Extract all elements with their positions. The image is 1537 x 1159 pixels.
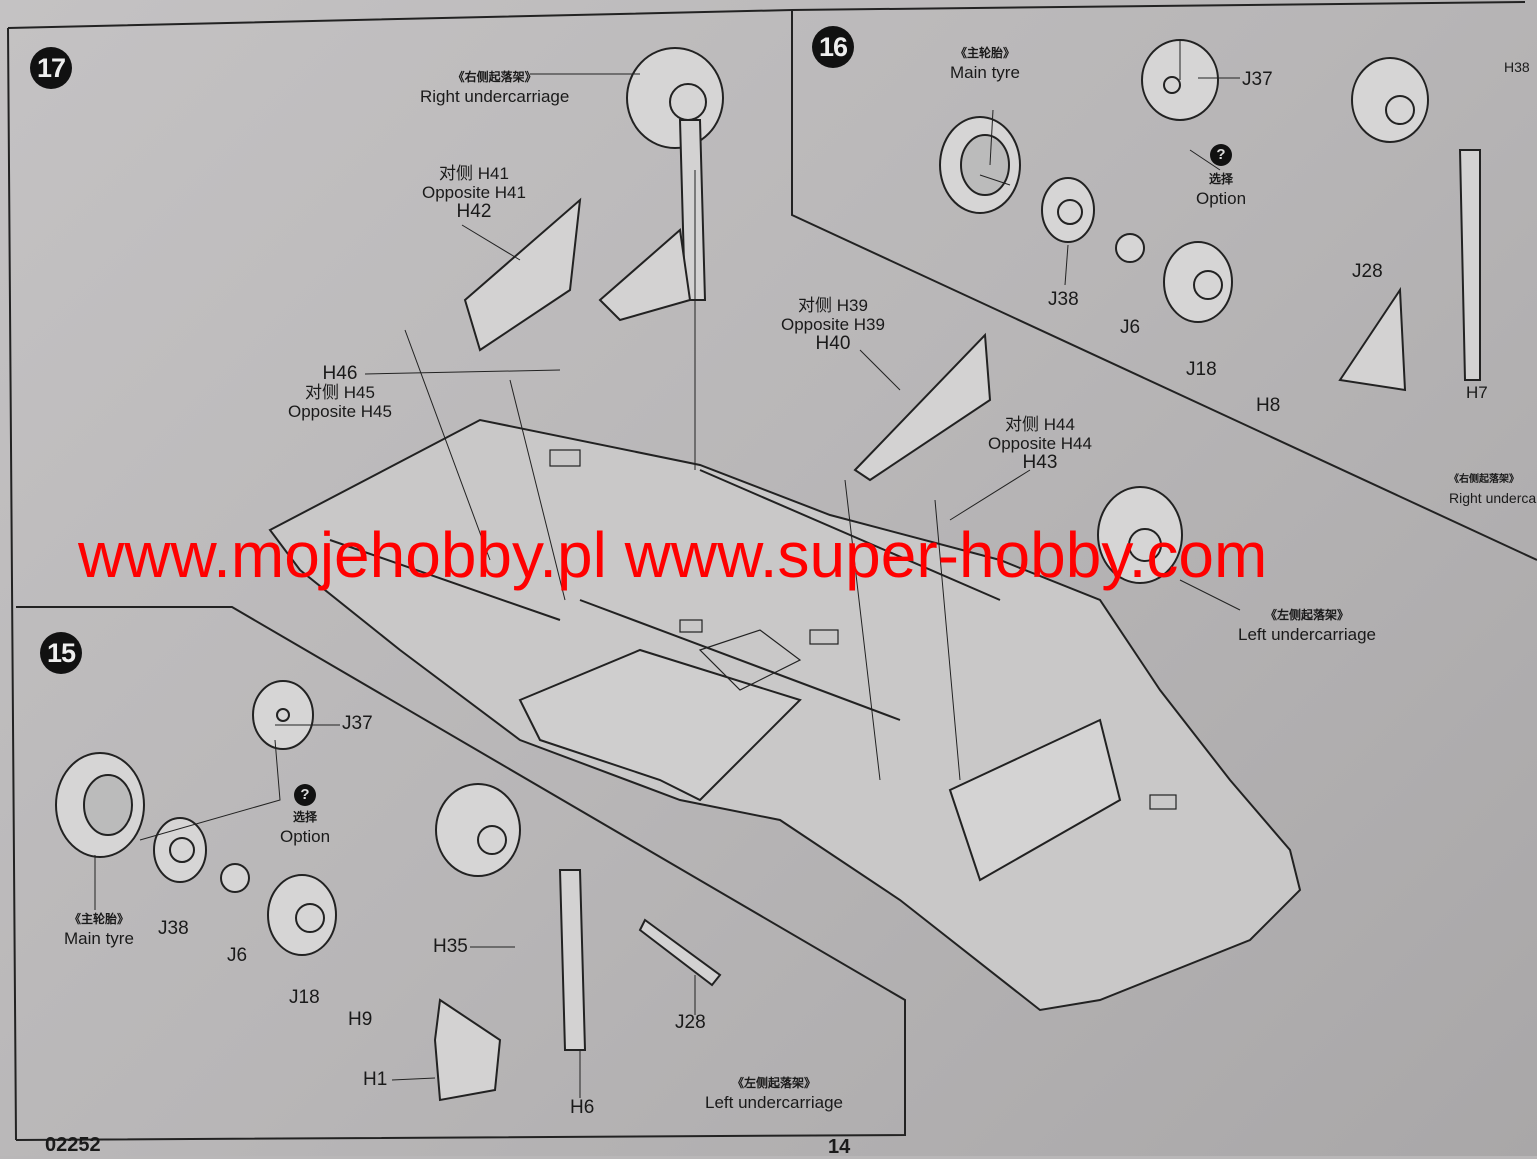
part-j38: J38 <box>158 918 189 939</box>
label-en: Left undercarriage <box>1238 625 1376 644</box>
label-en: Right undercarriage <box>420 87 570 106</box>
part-h9: H9 <box>348 1009 373 1030</box>
label-cn: 《右侧起落架》 <box>452 70 537 84</box>
label-cn: 选择 <box>1209 172 1234 186</box>
option-icon: ? <box>1210 144 1232 166</box>
label-en: Option <box>1196 189 1247 208</box>
right-undercarriage-label-16: 《右侧起落架》 Right undercarria <box>1449 470 1537 508</box>
label-cn: 对侧 H44 <box>1005 415 1075 434</box>
wheels <box>55 39 1429 956</box>
label-cn: 选择 <box>293 810 318 824</box>
part-j38: J38 <box>1048 289 1079 310</box>
option-label: 选择 Option <box>280 808 330 846</box>
left-undercarriage-label: 《左侧起落架》 Left undercarriage <box>705 1074 843 1112</box>
part-h43: H43 <box>1022 452 1058 473</box>
step-number-15: 15 <box>40 632 82 674</box>
panel-border-17 <box>7 9 793 1141</box>
option-label: 选择 Option <box>1196 170 1246 208</box>
part-h35: H35 <box>433 936 468 957</box>
label-en: Right undercarria <box>1449 490 1537 506</box>
part-h41-h42-label: 对侧 H41 Opposite H41 H42 <box>422 164 526 221</box>
main-tyre-label: 《主轮胎》 Main tyre <box>950 44 1020 82</box>
part-h6: H6 <box>570 1097 595 1118</box>
part-h38: H38 <box>1504 59 1530 75</box>
part-j18: J18 <box>1186 359 1217 380</box>
part-j6: J6 <box>1120 317 1141 338</box>
part-h42: H42 <box>456 201 492 222</box>
part-h44-h43-label: 对侧 H44 Opposite H44 H43 <box>988 415 1092 472</box>
part-j28: J28 <box>675 1012 706 1033</box>
label-en: Opposite H41 <box>422 183 526 202</box>
product-code: 02252 <box>45 1134 101 1156</box>
part-h40: H40 <box>815 333 851 354</box>
part-h7: H7 <box>1466 383 1488 402</box>
left-undercarriage-label: 《左侧起落架》 Left undercarriage <box>1238 606 1376 644</box>
label-en: Opposite H45 <box>288 402 392 421</box>
label-en: Main tyre <box>64 929 134 948</box>
label-cn: 《主轮胎》 <box>68 912 129 926</box>
label-en: Left undercarriage <box>705 1093 843 1112</box>
page-number: 14 <box>828 1136 851 1158</box>
step-number-17: 17 <box>30 47 72 89</box>
label-cn: 对侧 H45 <box>305 383 375 402</box>
step-number-16: 16 <box>812 26 854 68</box>
label-cn: 《主轮胎》 <box>954 46 1015 60</box>
main-tyre-label: 《主轮胎》 Main tyre <box>64 910 134 948</box>
watermark: www.mojehobby.pl www.super-hobby.com <box>78 519 1268 591</box>
label-cn: 《左侧起落架》 <box>1264 608 1349 622</box>
part-j37: J37 <box>342 713 373 734</box>
label-cn: 对侧 H41 <box>439 164 509 183</box>
part-h46-h45-label: H46 对侧 H45 Opposite H45 <box>288 364 392 421</box>
label-en: Main tyre <box>950 63 1020 82</box>
panel-border-15 <box>15 606 906 1141</box>
part-j37: J37 <box>1242 69 1273 90</box>
label-en: Opposite H44 <box>988 434 1092 453</box>
label-en: Opposite H39 <box>781 315 885 334</box>
part-j28: J28 <box>1352 261 1383 282</box>
right-undercarriage-label: 《右侧起落架》 Right undercarriage <box>420 68 569 106</box>
label-cn: 《右侧起落架》 <box>1449 474 1519 485</box>
label-en: Option <box>280 827 331 846</box>
option-icon: ? <box>294 784 316 806</box>
part-h1: H1 <box>363 1069 388 1090</box>
part-j6: J6 <box>227 945 248 966</box>
part-h46: H46 <box>322 363 358 384</box>
label-cn: 《左侧起落架》 <box>731 1076 816 1090</box>
part-j18: J18 <box>289 987 320 1008</box>
label-cn: 对侧 H39 <box>798 296 868 315</box>
part-h39-h40-label: 对侧 H39 Opposite H39 H40 <box>781 296 885 353</box>
part-h8: H8 <box>1256 395 1281 416</box>
panel-border-16 <box>791 10 1537 561</box>
